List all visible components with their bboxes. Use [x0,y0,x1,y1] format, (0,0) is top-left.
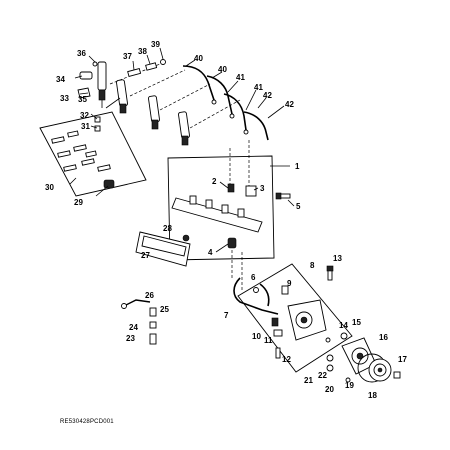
callout-18: 18 [368,391,377,400]
figure-code: RE530428PCD001 [60,419,114,425]
callout-37: 37 [123,52,132,61]
pump-lines [231,250,279,315]
callout-5: 5 [296,202,301,211]
callout-39: 39 [151,40,160,49]
sensor-line-parts [121,299,157,345]
callout-30: 30 [45,183,54,192]
callout-26: 26 [145,291,154,300]
seal-kit-panel [39,111,147,197]
callout-7: 7 [224,311,229,320]
callout-15: 15 [352,318,361,327]
callout-42b: 42 [285,100,294,109]
callout-31: 31 [81,122,90,131]
line-clamps [127,59,166,78]
callout-38: 38 [138,47,147,56]
callout-34: 34 [56,75,65,84]
fuel-rail [171,183,263,249]
callout-19: 19 [345,381,354,390]
drive-gear-parts [326,332,401,383]
bolt [326,265,334,281]
injector [148,95,160,130]
callout-42: 42 [263,91,272,100]
injector [178,111,190,146]
callout-4: 4 [208,248,213,257]
callout-41: 41 [236,73,245,82]
pump-hardware [275,337,331,359]
injector [97,61,107,108]
callout-28: 28 [163,224,172,233]
callout-20: 20 [325,385,334,394]
callout-32: 32 [80,111,89,120]
callout-22: 22 [318,371,327,380]
leader-lines [69,47,295,253]
callout-16: 16 [379,333,388,342]
callout-2: 2 [212,177,217,186]
callout-10: 10 [252,332,261,341]
callout-17: 17 [398,355,407,364]
callout-12: 12 [282,355,291,364]
callout-25: 25 [160,305,169,314]
callout-labels: 1 2 3 4 5 6 7 8 9 10 11 12 13 14 15 16 1… [45,40,407,400]
injector [116,79,128,114]
injector-assembly [97,61,241,146]
callout-40b: 40 [218,65,227,74]
callout-35: 35 [78,95,87,104]
callout-41b: 41 [254,83,263,92]
callout-13: 13 [333,254,342,263]
callout-21: 21 [304,376,313,385]
seal-kit-items [51,130,115,189]
callout-33: 33 [60,94,69,103]
callout-8: 8 [310,261,315,270]
callout-40: 40 [194,54,203,63]
fuel-pump-group [237,263,353,373]
bracket [135,231,191,267]
bolt [275,192,291,200]
callout-6: 6 [251,273,256,282]
callout-1: 1 [295,162,300,171]
callout-11: 11 [264,336,273,345]
callout-9: 9 [287,279,292,288]
fuel-lines [182,65,269,141]
injector-hardware [77,61,101,132]
fuel-rail-group [167,140,275,261]
callout-36: 36 [77,49,86,58]
callout-27: 27 [141,251,150,260]
callout-14: 14 [339,321,348,330]
callout-3: 3 [260,184,265,193]
callout-23: 23 [126,334,135,343]
callout-24: 24 [129,323,138,332]
callout-29: 29 [74,198,83,207]
fuel-pump [271,285,327,341]
